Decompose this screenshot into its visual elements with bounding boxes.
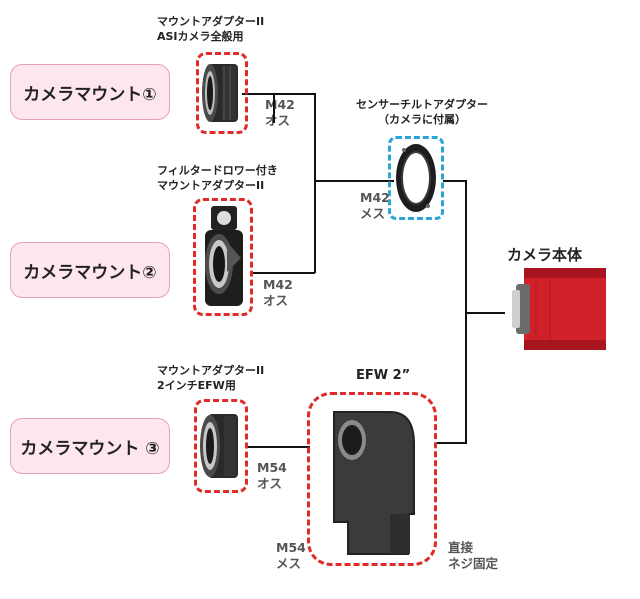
asi-port-size: M42	[265, 97, 295, 112]
efw-port-size: M54	[276, 540, 306, 555]
asi-adapter-image	[200, 56, 244, 130]
tilt-adapter-image	[392, 140, 440, 216]
camera-mount-2-box: カメラマウント②	[10, 242, 170, 298]
direct-screw-note-line2: ネジ固定	[448, 556, 499, 571]
filter-drawer-adapter-caption: フィルタードロワー付き マウントアダプターII	[157, 163, 278, 193]
tilt-port-gender: メス	[360, 206, 386, 221]
wire-efw-right	[437, 442, 467, 444]
wire-efw-adapter	[248, 446, 310, 448]
wire-to-camera	[465, 312, 505, 314]
camera-mount-2-label: カメラマウント②	[23, 262, 157, 283]
camera-mount-1-box: カメラマウント①	[10, 64, 170, 120]
direct-screw-note: 直接 ネジ固定	[448, 540, 498, 572]
camera-body-image	[506, 262, 614, 354]
wire-asi	[242, 93, 274, 95]
tilt-port-label: M42 メス	[360, 190, 390, 222]
efw-adapter-image	[198, 404, 244, 488]
efw-adapter-caption: マウントアダプターII 2インチEFW用	[157, 363, 264, 393]
asi-adapter-caption-line1: マウントアダプターII	[157, 15, 265, 28]
asi-port-label: M42 オス	[265, 97, 295, 129]
tilt-adapter-caption-line1: センサーチルトアダプター	[356, 98, 488, 111]
asi-adapter-frame	[196, 52, 248, 134]
efw-port-gender: メス	[276, 556, 302, 571]
filter-drawer-caption-line2: マウントアダプターII	[157, 179, 265, 192]
camera-mount-3-label: カメラマウント ③	[20, 438, 160, 459]
tilt-adapter-caption: センサーチルトアダプター （カメラに付属）	[352, 97, 492, 127]
efw-adapter-port-size: M54	[257, 460, 287, 475]
efw-adapter-port-gender: オス	[257, 476, 283, 491]
wire-asi-down	[273, 93, 275, 123]
asi-adapter-caption-line2: ASIカメラ全般用	[157, 30, 244, 43]
efw-title: EFW 2”	[356, 368, 411, 383]
wire-to-tilt	[314, 180, 394, 182]
efw-image	[320, 404, 424, 558]
wire-asi-joint	[273, 93, 315, 95]
efw-adapter-port-label: M54 オス	[257, 460, 287, 492]
tilt-adapter-caption-line2: （カメラに付属）	[378, 113, 466, 126]
camera-mount-3-box: カメラマウント ③	[10, 418, 170, 474]
wire-filter-drawer	[252, 272, 315, 274]
efw-adapter-caption-line1: マウントアダプターII	[157, 364, 265, 377]
tilt-adapter-frame	[388, 136, 444, 220]
asi-port-gender: オス	[265, 113, 291, 128]
efw-port-label: M54 メス	[276, 540, 306, 572]
filter-drawer-frame	[193, 198, 253, 316]
wire-vertical-left	[314, 93, 316, 273]
direct-screw-note-line1: 直接	[448, 540, 474, 555]
camera-body-title: カメラ本体	[507, 246, 583, 264]
filter-drawer-adapter-image	[197, 202, 249, 312]
wire-tilt-right	[443, 180, 467, 182]
camera-mount-1-label: カメラマウント①	[23, 84, 157, 105]
filter-drawer-port-size: M42	[263, 277, 293, 292]
filter-drawer-port-gender: オス	[263, 293, 289, 308]
efw-frame	[307, 392, 437, 566]
tilt-port-size: M42	[360, 190, 390, 205]
asi-adapter-caption: マウントアダプターII ASIカメラ全般用	[157, 14, 264, 44]
filter-drawer-port-label: M42 オス	[263, 277, 293, 309]
efw-adapter-frame	[194, 399, 248, 493]
efw-adapter-caption-line2: 2インチEFW用	[157, 379, 236, 392]
filter-drawer-caption-line1: フィルタードロワー付き	[157, 164, 278, 177]
